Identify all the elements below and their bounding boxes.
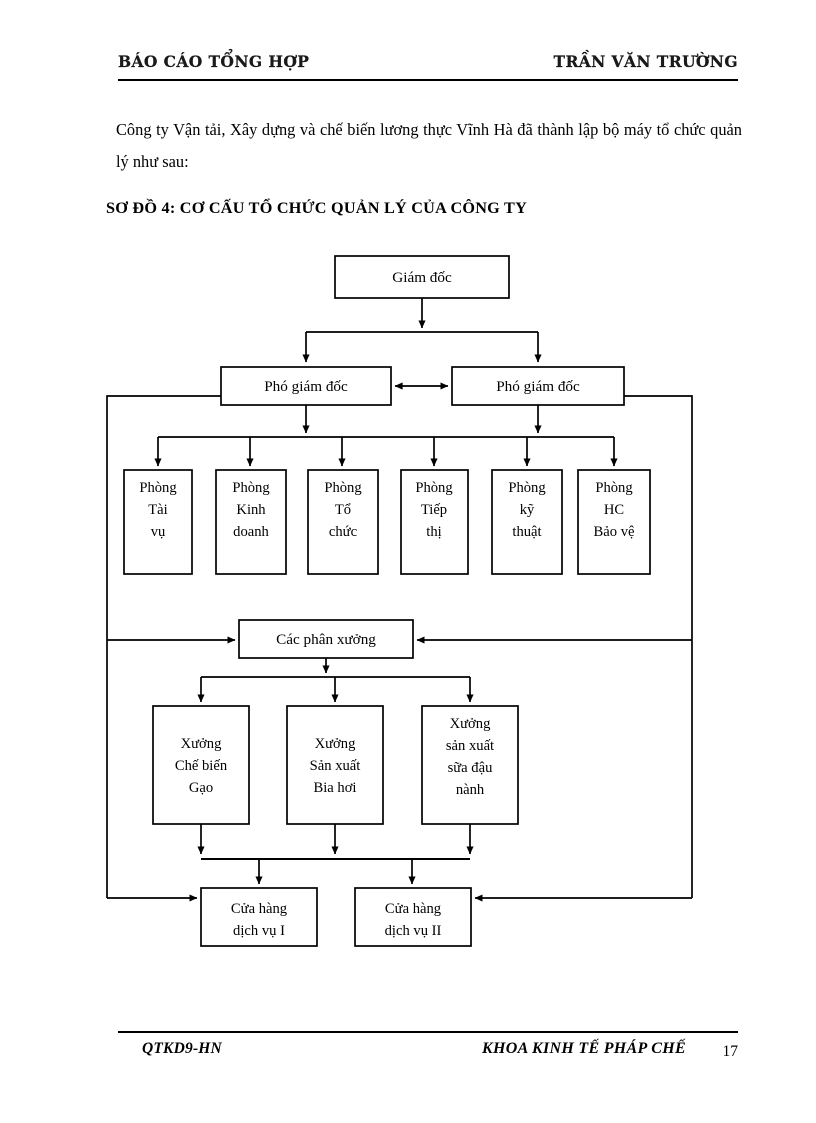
node-workshops-group-box [238, 619, 414, 659]
node-department-box [307, 469, 379, 575]
node-workshop-box [421, 705, 519, 825]
node-department-label: Bảo vệ [594, 524, 635, 540]
node-workshop-box [286, 705, 384, 825]
node-department-label: thuật [512, 524, 541, 540]
edge-left-rail [106, 395, 221, 898]
node-department-label: Phòng [595, 480, 633, 496]
node-workshop-label: Xưởng [315, 736, 356, 752]
node-workshop-label: Bia hơi [314, 780, 357, 796]
node-department-label: thị [426, 524, 441, 540]
node-department-label: Phòng [232, 480, 270, 496]
header-title-left: BÁO CÁO TỔNG HỢP [118, 52, 310, 71]
node-department-box [577, 469, 651, 575]
footer-page-number: 17 [722, 1043, 739, 1060]
node-department-box [123, 469, 193, 575]
node-deputy-left-label: Phó giám đốc [264, 378, 348, 395]
footer-class-code: QTKD9-HN [142, 1040, 222, 1057]
node-shop-box [200, 887, 318, 947]
node-director-label: Giám đốc [392, 269, 452, 286]
node-department-box [215, 469, 287, 575]
page-header: BÁO CÁO TỔNG HỢP TRẦN VĂN TRƯỜNG [118, 52, 738, 82]
intro-paragraph: Công ty Vận tải, Xây dựng và chế biến lư… [116, 120, 742, 172]
node-department-label: doanh [233, 524, 269, 540]
org-chart: Giám đốc Phó giám đốc Phó giám đốc [0, 236, 816, 956]
node-workshop-label: sản xuất [446, 738, 494, 754]
node-department-label: Phòng [415, 480, 453, 496]
node-department-label: HC [604, 502, 624, 518]
node-workshop-box [152, 705, 250, 825]
node-department-label: Kinh [236, 502, 266, 518]
node-shop-label: dịch vụ I [233, 923, 285, 939]
node-department-label: vụ [151, 524, 166, 540]
footer-faculty: KHOA KINH TẾ PHÁP CHẾ [482, 1040, 686, 1057]
node-shop-label: Cửa hàng [231, 901, 288, 917]
page-footer: QTKD9-HN KHOA KINH TẾ PHÁP CHẾ 17 [118, 1040, 738, 1070]
node-workshop-label: Gạo [189, 780, 213, 796]
footer-divider [118, 1031, 738, 1033]
header-divider [118, 79, 738, 81]
node-workshop-label: Chế biến [175, 758, 228, 774]
node-workshop-label: nành [456, 782, 485, 798]
node-workshop-label: Xưởng [450, 716, 491, 732]
node-workshop-label: Xưởng [181, 736, 222, 752]
header-author-right: TRẦN VĂN TRƯỜNG [553, 52, 738, 71]
node-department-label: chức [329, 524, 358, 540]
node-deputy-right-box [451, 366, 625, 406]
node-department-label: Tài [148, 502, 167, 518]
edge-right-rail [624, 395, 693, 898]
node-workshop-label: sữa đậu [448, 760, 493, 776]
node-department-label: Tiếp [421, 502, 447, 518]
node-workshop-label: Sản xuất [310, 758, 361, 774]
node-department-label: kỹ [520, 502, 535, 518]
node-shop-label: dịch vụ II [385, 923, 442, 939]
node-director-box [334, 255, 510, 299]
node-department-label: Phòng [324, 480, 362, 496]
node-shop-label: Cửa hàng [385, 901, 442, 917]
node-department-label: Phòng [139, 480, 177, 496]
node-workshops-group-label: Các phân xưởng [276, 631, 376, 648]
node-department-label: Tổ [335, 502, 351, 518]
figure-heading: SƠ ĐỒ 4: CƠ CẤU TỔ CHỨC QUẢN LÝ CỦA CÔNG… [106, 199, 528, 217]
node-deputy-right-label: Phó giám đốc [496, 378, 580, 395]
node-department-box [491, 469, 563, 575]
node-shop-box [354, 887, 472, 947]
node-department-box [400, 469, 469, 575]
node-department-label: Phòng [508, 480, 546, 496]
